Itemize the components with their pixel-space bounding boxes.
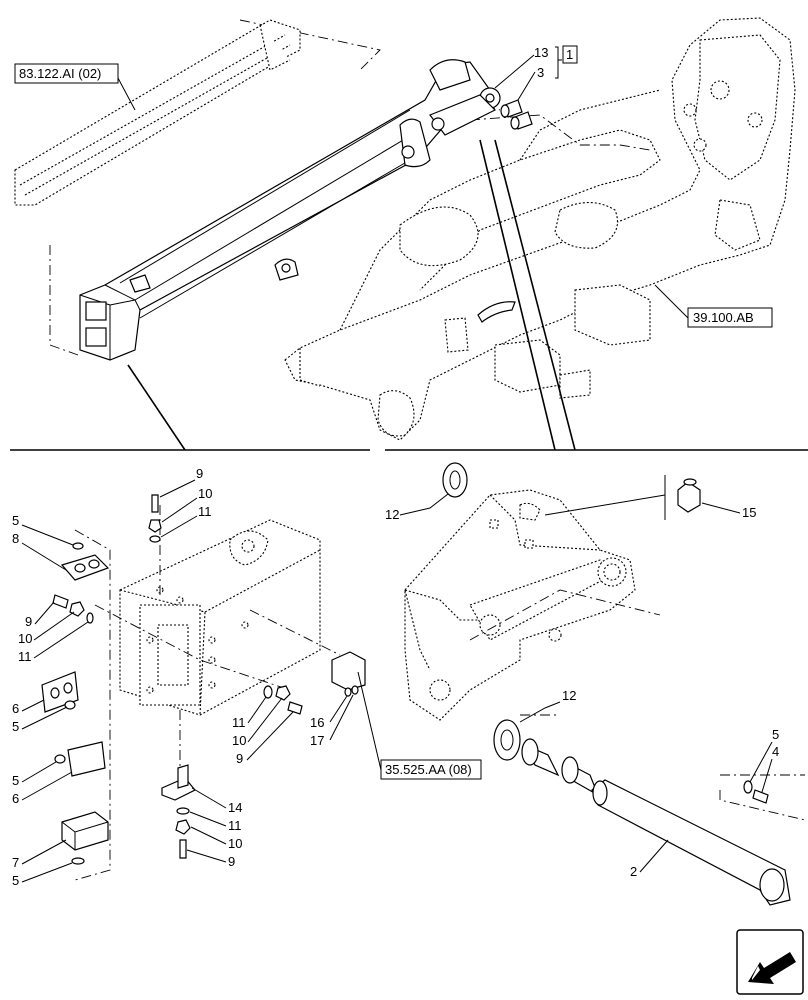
callout-5d: 5	[12, 873, 19, 888]
ref-top-left-text: 83.122.AI (02)	[19, 66, 101, 81]
callout-12a: 12	[385, 507, 399, 522]
dashed-guides-left	[74, 505, 341, 881]
callout-11d: 11	[228, 818, 242, 833]
callout-5c: 5	[12, 773, 19, 788]
grease-nipple	[677, 481, 701, 513]
callout-11b: 11	[18, 649, 32, 664]
callout-11a: 11	[198, 504, 212, 519]
callout-9a: 9	[196, 466, 203, 481]
callout-10c: 10	[232, 733, 246, 748]
boom-head-detail	[119, 519, 321, 716]
ref-bracket[interactable]: 35.525.AA (08)	[380, 759, 482, 780]
callout-7: 7	[12, 855, 19, 870]
callout-10d: 10	[228, 836, 242, 851]
reference-boom-outline	[14, 19, 301, 206]
machine-frame	[284, 17, 796, 441]
callout-2: 2	[630, 864, 637, 879]
callout-4: 4	[772, 744, 779, 759]
callout-14: 14	[228, 800, 242, 815]
callout-17: 17	[310, 733, 324, 748]
group-box-label: 1	[566, 47, 573, 62]
pivot-pin	[591, 779, 791, 906]
boom-beam	[79, 59, 501, 361]
dashed-guides-right	[469, 589, 806, 821]
callout-11c: 11	[232, 715, 246, 730]
callout-5b: 5	[12, 719, 19, 734]
pivot-detail	[404, 489, 636, 721]
callout-13: 13	[534, 45, 548, 60]
fastener-set-top	[148, 494, 162, 543]
callout-12b: 12	[562, 688, 576, 703]
callout-9c: 9	[236, 751, 243, 766]
callout-15: 15	[742, 505, 756, 520]
zoom-leaders	[10, 139, 808, 451]
ref-bracket-text: 35.525.AA (08)	[385, 762, 472, 777]
callout-10a: 10	[198, 486, 212, 501]
callout-16: 16	[310, 715, 324, 730]
pin-bushings	[500, 99, 533, 130]
thrust-washer-top	[442, 462, 468, 498]
nav-arrow-button[interactable]	[736, 929, 804, 995]
callout-9d: 9	[228, 854, 235, 869]
wear-block	[61, 811, 109, 851]
callout-8: 8	[12, 531, 19, 546]
callout-5a: 5	[12, 513, 19, 528]
ref-frame[interactable]: 39.100.AB	[687, 307, 773, 328]
callout-3: 3	[537, 65, 544, 80]
callout-5e: 5	[772, 727, 779, 742]
adjuster-block	[331, 651, 366, 691]
ref-top-left[interactable]: 83.122.AI (02)	[14, 63, 119, 84]
thrust-washer-bottom	[493, 719, 521, 761]
arrow-left-icon	[748, 952, 796, 984]
callout-6a: 6	[12, 701, 19, 716]
ref-frame-text: 39.100.AB	[693, 310, 754, 325]
callout-9b: 9	[25, 614, 32, 629]
callout-6b: 6	[12, 791, 19, 806]
washer	[72, 542, 84, 550]
slide-pad	[67, 741, 106, 777]
callout-10b: 10	[18, 631, 32, 646]
